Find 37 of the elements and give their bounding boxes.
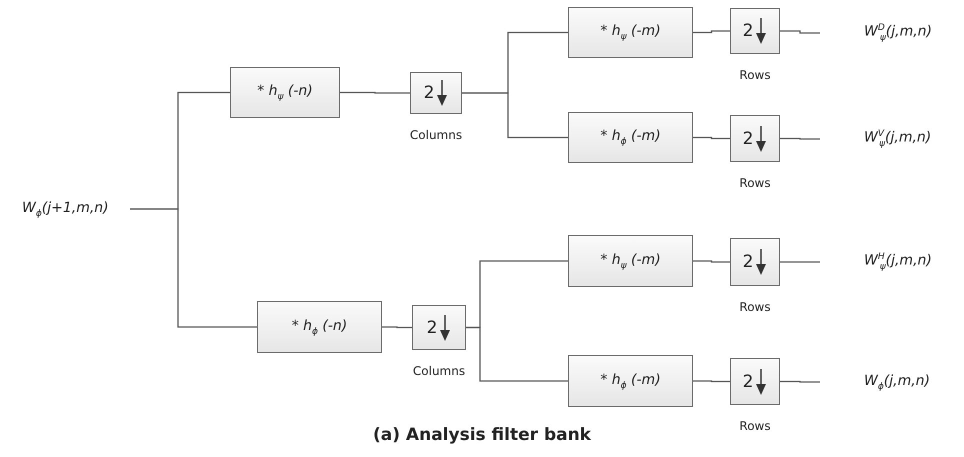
connector-line [340,92,410,94]
caption: (a) Analysis filter bank [373,425,591,445]
connector-line [780,138,820,140]
connector-line [462,92,568,138]
dimension-label: Columns [412,364,466,378]
connector-line [466,326,568,382]
connector-line [130,208,257,328]
signal-label: W$^{D}$$_{ψ}$(j,m,n) [864,23,932,43]
connector-line [780,380,820,383]
filter-box: * h$_{ϕ}$ (-m) [568,112,693,163]
filter-box: * h$_{ϕ}$ (-m) [568,355,693,407]
signal-label: W$^{V}$$_{ψ}$(j,m,n) [864,129,932,149]
filter-box: * h$_{ψ}$ (-m) [568,235,693,287]
filter-box: * h$_{ψ}$ (-n) [230,67,340,118]
dimension-label: Rows [739,300,771,314]
connector-line [382,326,412,328]
dimension-label: Rows [739,176,771,190]
filter-box: * h$_{ϕ}$ (-n) [257,301,382,353]
downsampler-box: 2 [410,72,462,114]
downsampler-box: 2 [730,238,780,286]
connector-line [693,30,730,34]
signal-label: W$^{H}$$_{ψ}$(j,m,n) [864,252,932,272]
signal-label: W$_{ϕ}$(j+1,m,n) [22,200,109,218]
downsampler-box: 2 [730,8,780,54]
filter-box: * h$_{ψ}$ (-m) [568,7,693,58]
connector-line [693,136,730,140]
dimension-label: Columns [410,128,462,142]
downsampler-box: 2 [730,115,780,162]
downsampler-box: 2 [412,305,466,350]
connector-line [693,380,730,382]
signal-label: W$_{ϕ}$(j,m,n) [864,372,930,392]
dimension-label: Rows [739,68,771,82]
dimension-label: Rows [739,419,771,433]
connector-line [780,261,820,263]
connector-line [693,260,730,263]
connector-line [780,30,820,34]
downsampler-box: 2 [730,358,780,405]
